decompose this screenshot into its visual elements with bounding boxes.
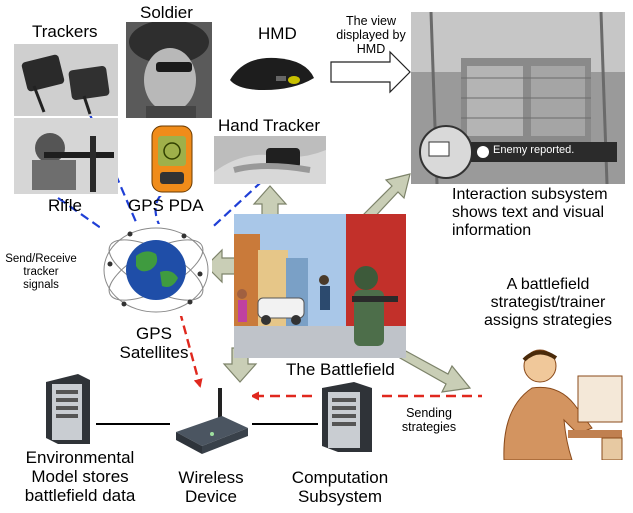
label-strategist: A battlefield strategist/trainer assigns…	[464, 276, 632, 330]
label-interaction-line2: shows text and visual	[452, 203, 605, 221]
strategy-arrow-gps-wireless	[178, 311, 203, 388]
label-send-receive-line3: signals	[23, 278, 59, 291]
soldier-photo	[126, 22, 212, 118]
label-env-line2: Model stores	[31, 467, 129, 487]
gps-pda-photo	[146, 122, 198, 196]
label-hmd: HMD	[258, 24, 297, 43]
label-sending-strategies: Sending strategies	[390, 406, 468, 434]
label-env-line3: battlefield data	[24, 486, 136, 506]
label-send-receive-line1: Send/Receive	[5, 253, 77, 265]
label-sending-line2: strategies	[401, 420, 457, 434]
hmd-photo	[224, 50, 318, 96]
computation-server	[318, 380, 376, 454]
label-sending-line1: Sending	[406, 406, 452, 420]
environmental-model-server	[40, 372, 96, 446]
label-interaction-line3: information	[452, 221, 532, 239]
label-gps-line2: Satellites	[119, 343, 189, 363]
rifle-photo	[14, 118, 118, 194]
label-rifle: Rifle	[48, 196, 83, 215]
hand-tracker-photo	[214, 136, 326, 184]
trackers-photo	[14, 44, 118, 116]
flow-arrow-battlefield-strategist	[399, 349, 472, 393]
label-wireless-device: Wireless Device	[164, 468, 258, 506]
battlefield-illustration	[234, 214, 406, 358]
wireless-device	[170, 388, 252, 456]
hmd-banner-text: Enemy reported.	[493, 144, 575, 156]
label-wireless-line2: Device	[185, 487, 237, 507]
label-hand-tracker: Hand Tracker	[218, 116, 321, 135]
flow-arrow-to-view	[330, 50, 411, 94]
label-computation-subsystem: Computation Subsystem	[278, 468, 402, 506]
label-the-battlefield: The Battlefield	[286, 360, 395, 379]
label-gps-line1: GPS	[136, 324, 172, 343]
flow-arrow-battlefield-gps	[205, 248, 237, 284]
label-gps-pda: GPS PDA	[128, 196, 204, 215]
label-wireless-line1: Wireless	[178, 468, 244, 487]
label-send-receive: Send/Receive tracker signals	[2, 253, 80, 292]
label-interaction-line1: Interaction subsystem	[452, 186, 608, 203]
label-view-line3: HMD	[356, 42, 386, 56]
label-computation-line1: Computation	[291, 468, 389, 487]
label-send-receive-line2: tracker	[23, 265, 59, 278]
label-view-displayed: The view displayed by HMD	[330, 14, 412, 56]
label-computation-line2: Subsystem	[297, 487, 383, 507]
label-interaction-subsystem: Interaction subsystem shows text and vis…	[452, 186, 608, 240]
label-strategist-line2: strategist/trainer	[490, 293, 606, 311]
label-trackers: Trackers	[32, 22, 98, 41]
label-view-line1: The view	[345, 14, 397, 28]
label-environmental-model: Environmental Model stores battlefield d…	[6, 448, 154, 505]
hmd-view-screenshot: Enemy reported.	[411, 12, 625, 184]
label-view-line2: displayed by	[336, 28, 406, 42]
label-gps-satellites: GPS Satellites	[104, 324, 204, 362]
label-soldier: Soldier	[140, 3, 193, 22]
gps-satellites-globe	[100, 224, 212, 316]
label-strategist-line3: assigns strategies	[483, 311, 613, 329]
label-env-line1: Environmental	[25, 448, 135, 467]
label-strategist-line1: A battlefield	[506, 276, 590, 293]
strategist-illustration	[482, 338, 628, 460]
